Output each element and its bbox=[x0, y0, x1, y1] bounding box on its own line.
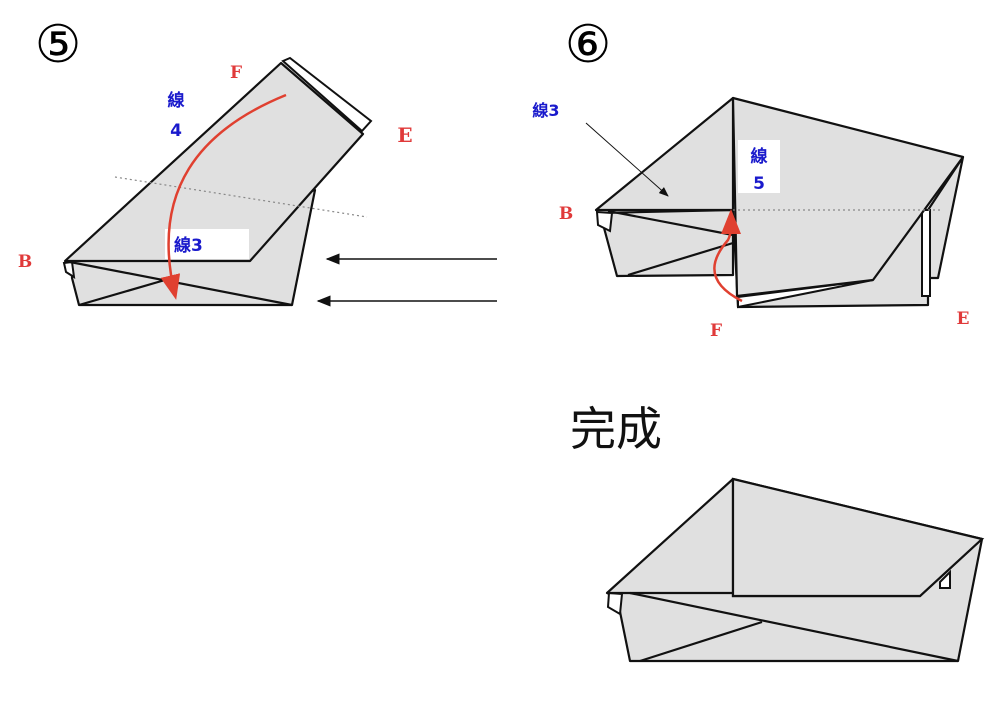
complete: 完成 bbox=[570, 402, 985, 663]
line5-label-box bbox=[738, 140, 780, 193]
line5-label-char: 線 bbox=[751, 146, 768, 167]
line3-label: 線3 bbox=[532, 101, 559, 120]
line4-label-char: 線 bbox=[168, 90, 185, 111]
label-E: E bbox=[397, 123, 412, 147]
step-6: ⑥ 線 5 線3 B F E bbox=[532, 15, 969, 341]
lower-left-body bbox=[598, 208, 735, 278]
line3-label: 線3 bbox=[174, 235, 203, 256]
line5-label-num: 5 bbox=[753, 174, 765, 194]
fold-arrow bbox=[713, 209, 743, 303]
folded-panel bbox=[63, 61, 365, 263]
pointer-arrow bbox=[585, 122, 669, 197]
white-strip bbox=[281, 56, 373, 133]
complete-title: 完成 bbox=[570, 402, 662, 456]
line4-label-num: 4 bbox=[170, 121, 182, 141]
label-B: B bbox=[559, 204, 573, 224]
step-number-6: ⑥ bbox=[565, 15, 612, 75]
label-E: E bbox=[957, 309, 970, 329]
flap bbox=[595, 210, 614, 233]
line3-label-box bbox=[165, 229, 249, 259]
step-5: ⑤ 線3 F 線 4 E B bbox=[18, 15, 497, 307]
flap bbox=[606, 591, 624, 616]
label-F: F bbox=[710, 321, 722, 341]
label-B: B bbox=[18, 252, 32, 272]
flap bbox=[62, 260, 76, 279]
fold-arrow bbox=[160, 93, 287, 300]
label-F: F bbox=[230, 63, 242, 83]
front-panel bbox=[731, 477, 985, 598]
step-number-5: ⑤ bbox=[35, 15, 82, 75]
left-triangle bbox=[594, 96, 735, 212]
